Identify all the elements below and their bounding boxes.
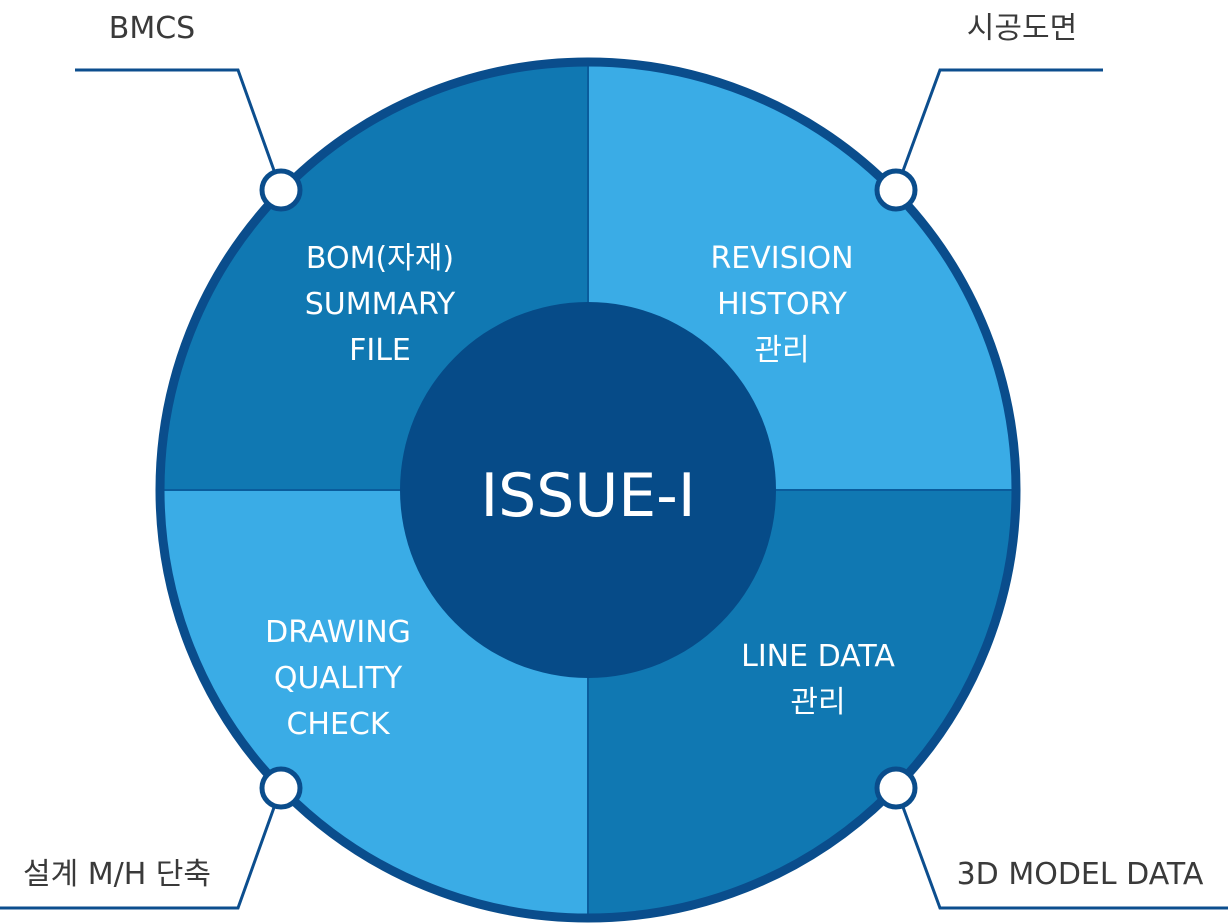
leader-line-top-right — [894, 68, 1103, 191]
outer-ring — [155, 57, 1021, 923]
leader-line-top-left — [75, 68, 283, 191]
quadrant-bottom-right-line-2: 관리 — [790, 685, 845, 720]
corner-label-top-left: BMCS — [109, 11, 195, 46]
center-circle — [400, 302, 776, 678]
node-top-left — [259, 168, 303, 212]
quadrant-bottom-left-line-3: CHECK — [286, 707, 390, 742]
node-bottom-left — [259, 766, 303, 810]
center-label: ISSUE-I — [480, 461, 695, 531]
quadrant-bottom-right-line-1: LINE DATA — [741, 639, 895, 674]
quadrant-bottom-left-line-2: QUALITY — [274, 661, 403, 696]
quadrant-top-right-line-2: HISTORY — [717, 287, 847, 322]
leader-line-bottom-left — [0, 787, 283, 910]
node-top-right — [874, 168, 918, 212]
corner-label-top-right: 시공도면 — [967, 11, 1077, 46]
quadrant-top-right-line-3: 관리 — [754, 333, 809, 368]
leader-line-bottom-right — [894, 787, 1228, 910]
corner-label-bottom-left: 설계 M/H 단축 — [23, 857, 211, 892]
quadrant-top-left-line-3: FILE — [349, 333, 411, 368]
corner-label-bottom-right: 3D MODEL DATA — [957, 857, 1204, 892]
quadrant-bottom-left-line-1: DRAWING — [265, 615, 411, 650]
quadrant-top-left-line-2: SUMMARY — [305, 287, 456, 322]
node-bottom-right — [874, 766, 918, 810]
quadrant-top-left-line-1: BOM(자재) — [306, 241, 454, 276]
quadrant-top-right-line-1: REVISION — [710, 241, 853, 276]
